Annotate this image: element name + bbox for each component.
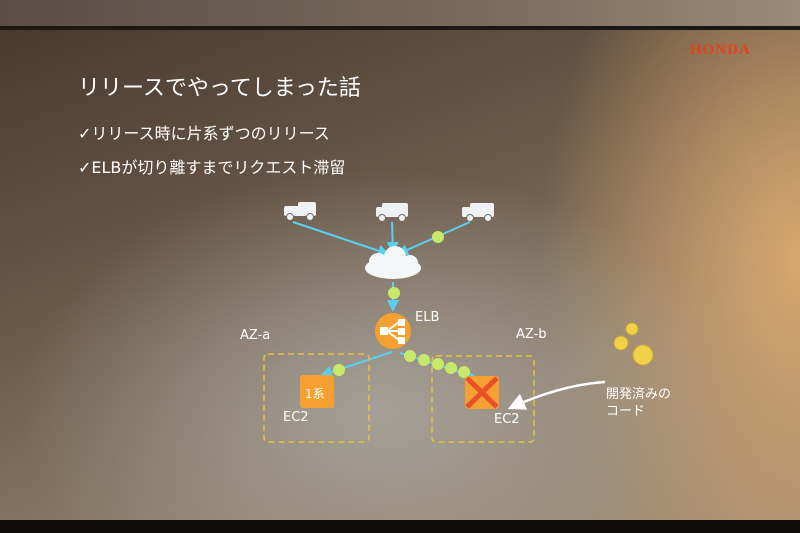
bullet-1: ✓リリース時に片系ずつのリリース [78,124,330,143]
gears-icon [613,322,654,366]
internet-cloud-icon [365,246,421,279]
ec2-b-failed-icon [465,376,499,409]
wall [0,0,800,26]
az-b-label: AZ-b [516,327,547,342]
car-icon [284,202,316,221]
code-label-line1: 開発済みの [606,387,672,402]
request-arrows [292,221,475,379]
architecture-diagram [263,202,654,443]
az-a-box [263,353,370,443]
deploy-arrow [507,380,606,410]
slide: HONDA リリースでやってしまった話 ✓リリース時に片系ずつのリリース ✓EL… [0,30,800,520]
az-b-box [431,355,535,443]
ec2-a-label: EC2 [283,410,309,425]
bullet-2: ✓ELBが切り離すまでリクエスト滞留 [78,158,346,177]
slide-title: リリースでやってしまった話 [78,76,361,101]
ec2-b-label: EC2 [494,412,520,427]
elb-icon [375,313,411,349]
code-label-line2: コード [606,404,646,419]
request-dots [333,231,470,378]
honda-logo: HONDA [690,42,751,58]
az-a-label: AZ-a [240,328,271,343]
ec2-a-badge: 1系 [305,387,325,401]
ec2-a-icon [300,375,334,408]
elb-label: ELB [415,310,440,325]
car-icon [376,203,408,222]
screen-bezel [0,520,800,533]
car-icon [462,203,494,222]
